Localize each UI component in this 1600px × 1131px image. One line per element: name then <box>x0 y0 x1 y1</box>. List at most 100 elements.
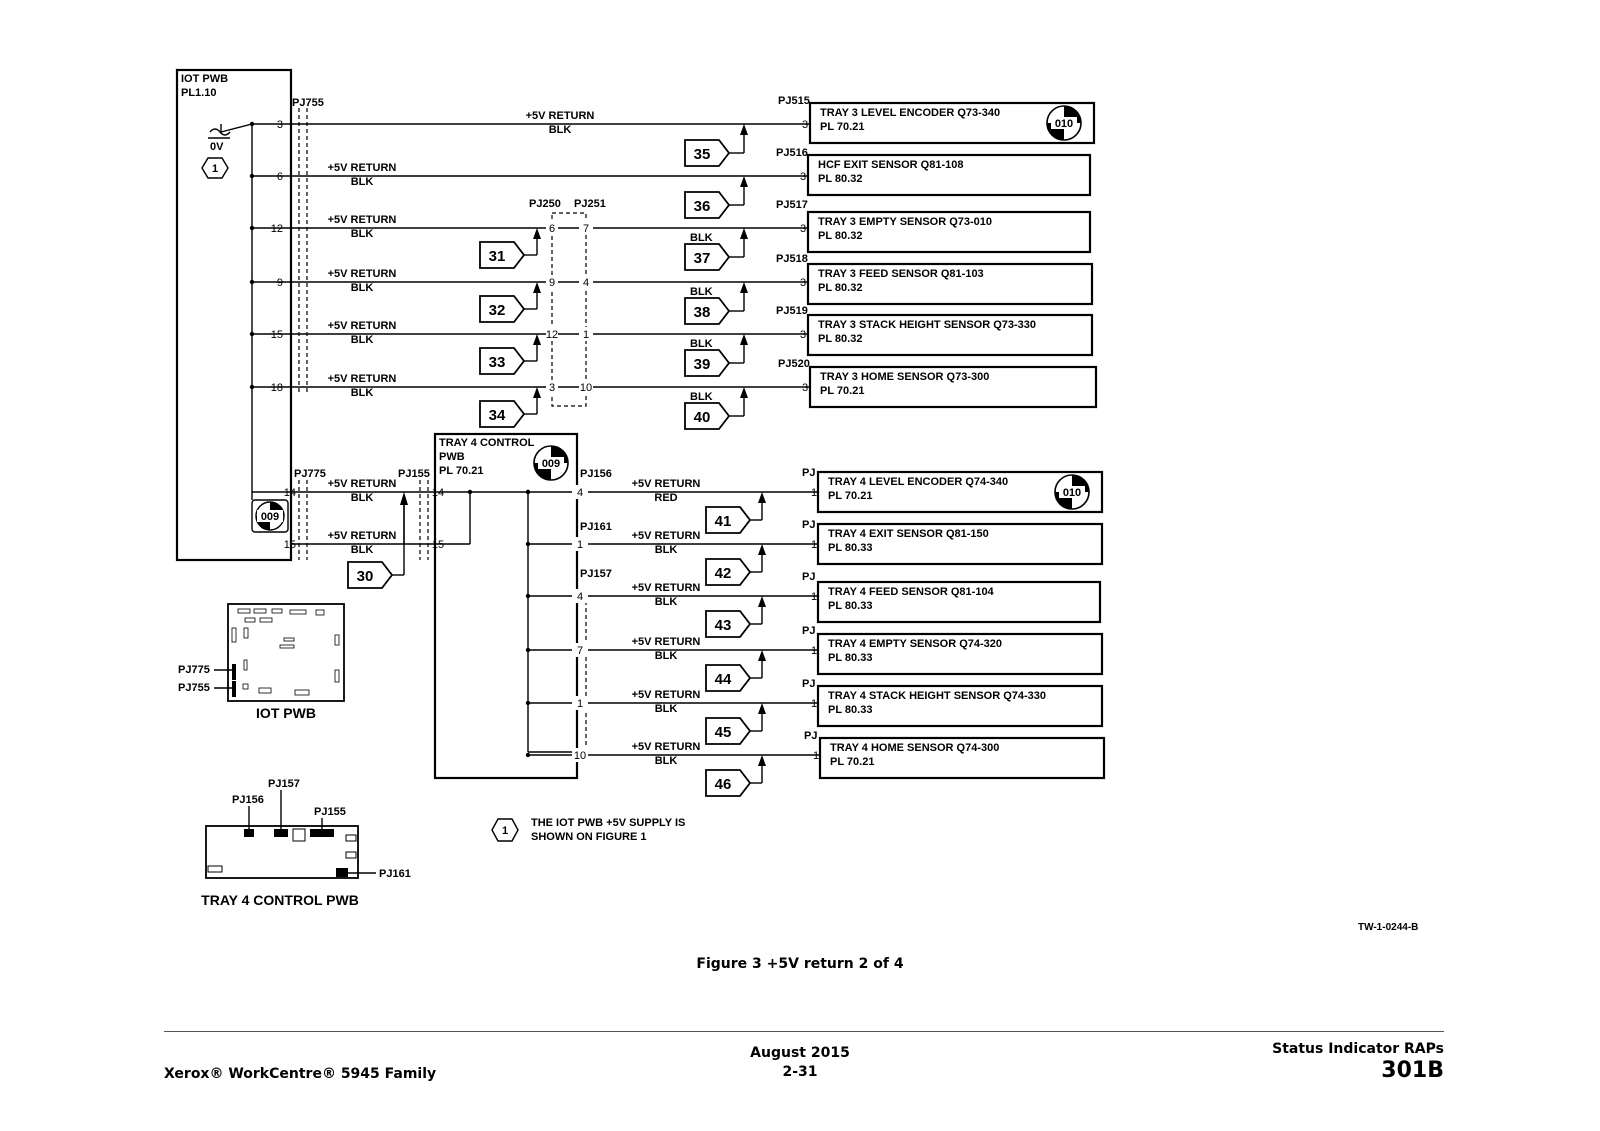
lower-net-1-sensor-fault-code: 010 <box>1063 487 1081 499</box>
lower-net-5-arrow-icon <box>758 703 766 714</box>
pj155-label: PJ155 <box>398 468 430 480</box>
lower-net-2-sensor-box <box>816 522 1104 566</box>
footer-page-number: 2-31 <box>782 1064 818 1080</box>
lower-net-3-arrow-icon <box>758 596 766 607</box>
upper-net-3-left-arrow-icon <box>533 228 541 239</box>
upper-net-6-pin-mask-b <box>579 380 593 394</box>
upper-net-5-right-color: BLK <box>690 338 713 350</box>
upper-net-1-right-badge <box>684 139 731 167</box>
upper-net-4-left-badge <box>479 295 526 323</box>
iot-tray4-net-2-arrow-icon <box>400 492 408 505</box>
upper-net-2-sensor-conn: PJ516 <box>776 147 808 159</box>
upper-net-1-signal: +5V RETURN <box>526 110 595 122</box>
lower-net-2-sensor-name: TRAY 4 EXIT SENSOR Q81-150 <box>828 528 989 540</box>
upper-net-4-sensor-name: TRAY 3 FEED SENSOR Q81-103 <box>818 268 984 280</box>
lower-net-4-pin: 7 <box>577 645 583 657</box>
lower-net-3-sensor-pin: 1 <box>811 591 817 603</box>
tray4-fault-code: 009 <box>542 458 560 470</box>
ground-symbol-icon <box>208 128 231 139</box>
locator-pj775: PJ775 <box>178 664 210 676</box>
lower-net-5-color: BLK <box>655 703 678 715</box>
upper-net-5-left-arrow-icon <box>533 334 541 345</box>
upper-net-1-sensor-fault-icon-mask <box>1051 117 1077 129</box>
upper-net-6-sensor-name: TRAY 3 HOME SENSOR Q73-300 <box>820 371 989 383</box>
iot-pwb-title: IOT PWB <box>181 73 228 85</box>
note-line-1: THE IOT PWB +5V SUPPLY IS <box>531 817 685 829</box>
upper-net-5-iot-pin: 15 <box>271 329 283 341</box>
upper-net-3-sensor-pin: 3 <box>800 223 806 235</box>
upper-net-4-right-color: BLK <box>690 286 713 298</box>
upper-net-2-right-badge <box>684 191 731 219</box>
upper-net-4-pj250-pin: 9 <box>549 277 555 289</box>
upper-net-4-right-arrow-icon <box>740 282 748 293</box>
upper-net-6-right-arrow-icon <box>740 387 748 398</box>
lower-net-2-pin-mask <box>572 537 588 551</box>
upper-net-2-junction <box>249 173 255 179</box>
upper-net-3-right-badge-number: 37 <box>694 250 711 267</box>
upper-net-2-right-badge-number: 36 <box>694 198 711 215</box>
upper-net-5-right-badge-number: 39 <box>694 356 711 373</box>
iot-tray4-net-2-badge <box>347 561 394 589</box>
upper-net-4-right-badge <box>684 297 731 325</box>
pj161-label: PJ161 <box>580 521 612 533</box>
iot-tray4-net-1-iot-pin: 14 <box>284 487 296 499</box>
note-ref-hex-icon <box>201 157 229 179</box>
lower-net-3-pin-mask <box>572 589 588 603</box>
lower-net-3-color: BLK <box>655 596 678 608</box>
upper-net-1-color: BLK <box>549 124 572 136</box>
lower-net-3-signal: +5V RETURN <box>632 582 701 594</box>
tray4-pwb-locator <box>205 825 359 879</box>
upper-net-3-pj251-pin: 7 <box>583 223 589 235</box>
upper-net-3-pin-mask-a <box>546 221 558 235</box>
upper-net-6-pj251-pin: 10 <box>580 382 592 394</box>
pj251-label: PJ251 <box>574 198 606 210</box>
upper-net-5-sensor-pin: 3 <box>800 329 806 341</box>
tray4-fault-code-icon <box>533 445 569 481</box>
upper-net-2-sensor-box <box>806 153 1092 197</box>
iot-tray4-net-2-tray4-pin: 15 <box>432 539 444 551</box>
lower-net-5-pin-mask <box>572 696 588 710</box>
iot-pwb-pl: PL1.10 <box>181 87 216 99</box>
lower-net-5-sensor-name: TRAY 4 STACK HEIGHT SENSOR Q74-330 <box>828 690 1046 702</box>
upper-net-3-pin-mask-b <box>579 221 593 235</box>
upper-net-3-left-badge-number: 31 <box>489 248 506 265</box>
upper-net-2-iot-pin: 6 <box>277 171 283 183</box>
lower-net-2-sensor-conn: PJ <box>802 519 815 531</box>
upper-net-1-sensor-pl: PL 70.21 <box>820 121 864 133</box>
locator-tray4-title: TRAY 4 CONTROL PWB <box>201 892 359 908</box>
locator-pj755: PJ755 <box>178 682 210 694</box>
upper-net-2-sensor-pin: 3 <box>800 171 806 183</box>
lower-net-4-badge-number: 44 <box>715 671 732 688</box>
lower-net-5-badge <box>705 717 752 745</box>
lower-net-4-junction <box>525 647 531 653</box>
lower-net-5-badge-number: 45 <box>715 724 732 741</box>
upper-net-3-left-badge <box>479 241 526 269</box>
upper-net-5-color: BLK <box>351 334 374 346</box>
upper-net-5-pin-mask-b <box>579 327 593 341</box>
upper-net-6-left-arrow-icon <box>533 387 541 398</box>
lower-net-1-badge-number: 41 <box>715 513 732 530</box>
upper-net-6-left-badge <box>479 400 526 428</box>
upper-net-4-right-badge-number: 38 <box>694 304 711 321</box>
lower-net-5-junction <box>525 700 531 706</box>
lower-net-3-badge-number: 43 <box>715 617 732 634</box>
upper-net-3-sensor-conn: PJ517 <box>776 199 808 211</box>
lower-net-1-sensor-box <box>816 470 1104 514</box>
upper-net-1-right-arrow-icon <box>740 124 748 135</box>
upper-net-6-sensor-conn: PJ520 <box>778 358 810 370</box>
upper-net-6-signal: +5V RETURN <box>328 373 397 385</box>
upper-net-4-sensor-pin: 3 <box>800 277 806 289</box>
lower-net-5-pin: 1 <box>577 698 583 710</box>
upper-net-6-sensor-box <box>808 365 1098 409</box>
lower-net-6-pin-mask <box>572 748 588 762</box>
upper-net-6-pin-mask-a <box>546 380 558 394</box>
upper-net-6-right-badge <box>684 402 731 430</box>
upper-net-3-sensor-box <box>806 210 1092 254</box>
upper-net-5-sensor-box <box>806 313 1094 357</box>
upper-net-3-junction <box>249 225 255 231</box>
upper-net-1-sensor-pin: 3 <box>802 119 808 131</box>
upper-net-3-right-arrow-icon <box>740 228 748 239</box>
lower-net-6-junction <box>525 752 531 758</box>
iot-fault-code: 009 <box>261 511 279 523</box>
lower-net-2-badge <box>705 558 752 586</box>
